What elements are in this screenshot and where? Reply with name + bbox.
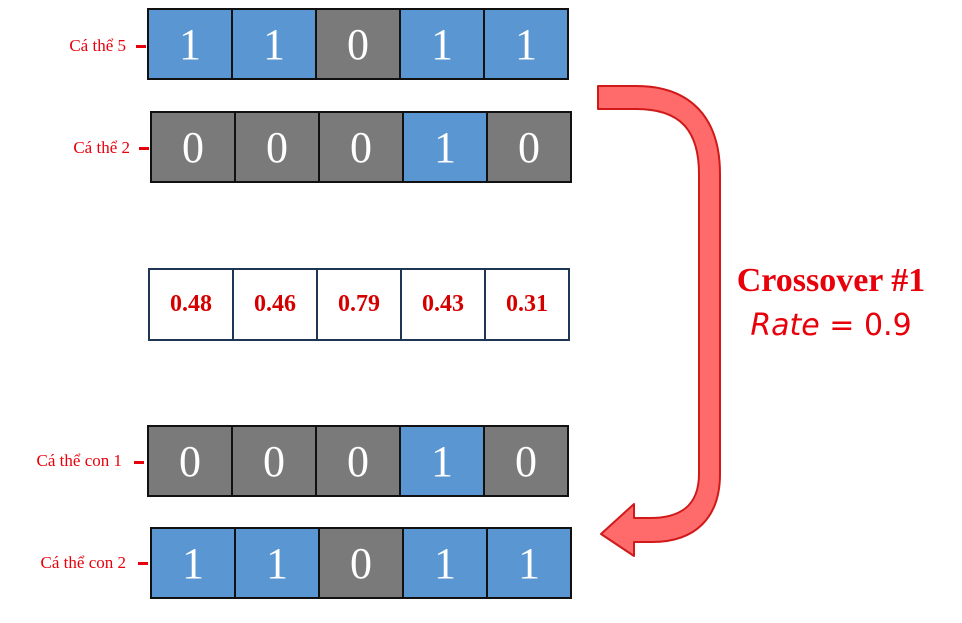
gene-cell: 1 (147, 8, 233, 80)
gene-cell: 1 (234, 527, 320, 599)
gene-cell: 1 (402, 111, 488, 183)
parent-2-tick (139, 147, 149, 150)
parent-1-tick (136, 45, 146, 48)
gene-cell: 0 (234, 111, 320, 183)
rate-variable: Rate (750, 308, 820, 343)
gene-cell: 1 (402, 527, 488, 599)
probability-cell: 0.46 (232, 268, 318, 341)
gene-cell: 0 (315, 8, 401, 80)
gene-cell: 0 (150, 111, 236, 183)
parent-1-label: Cá thể 5 (69, 36, 126, 55)
crossover-title: Crossover #1 (736, 262, 926, 299)
child-2-tick (138, 562, 148, 565)
gene-cell: 1 (399, 425, 485, 497)
gene-cell: 1 (150, 527, 236, 599)
gene-cell: 1 (486, 527, 572, 599)
gene-cell: 0 (231, 425, 317, 497)
child-2-label: Cá thể con 2 (40, 553, 126, 572)
gene-cell: 0 (318, 527, 404, 599)
child-1-chromosome: 0 0 0 1 0 (147, 425, 569, 497)
child-2-chromosome: 1 1 0 1 1 (150, 527, 572, 599)
parent-2-chromosome: 0 0 0 1 0 (150, 111, 572, 183)
gene-cell: 1 (399, 8, 485, 80)
random-probabilities: 0.48 0.46 0.79 0.43 0.31 (148, 268, 570, 341)
gene-cell: 0 (315, 425, 401, 497)
gene-cell: 0 (318, 111, 404, 183)
child-1-tick (134, 461, 144, 464)
rate-value: = 0.9 (819, 308, 912, 343)
crossover-rate: Rate = 0.9 (720, 308, 942, 343)
gene-cell: 0 (486, 111, 572, 183)
probability-cell: 0.48 (148, 268, 234, 341)
probability-cell: 0.31 (484, 268, 570, 341)
child-1-label: Cá thể con 1 (36, 451, 122, 470)
parent-1-chromosome: 1 1 0 1 1 (147, 8, 569, 80)
probability-cell: 0.79 (316, 268, 402, 341)
parent-2-label: Cá thể 2 (73, 138, 130, 157)
gene-cell: 0 (483, 425, 569, 497)
gene-cell: 1 (483, 8, 569, 80)
